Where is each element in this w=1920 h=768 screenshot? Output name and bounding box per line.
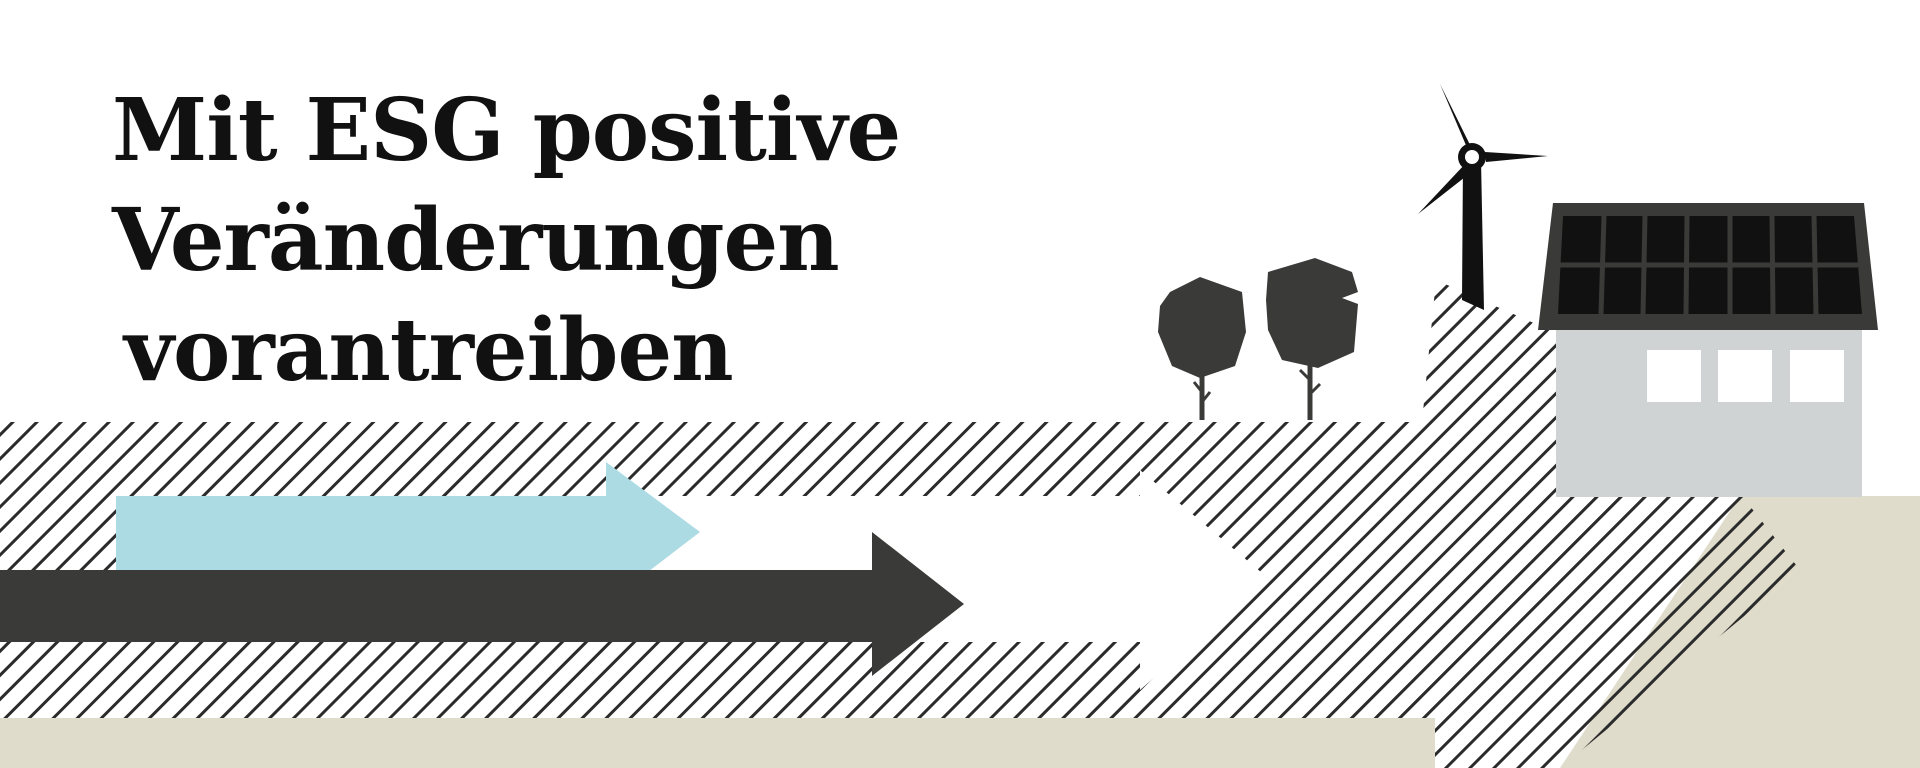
ground bbox=[0, 718, 1435, 768]
headline-line-3: vorantreiben bbox=[124, 300, 734, 401]
ground-right bbox=[1560, 496, 1920, 768]
dark-arrow bbox=[0, 532, 964, 676]
tree-icon bbox=[1158, 277, 1246, 420]
headline-line-2: Veränderungen bbox=[112, 190, 840, 291]
headline-line-1: Mit ESG positive bbox=[112, 80, 901, 181]
wind-turbine-icon bbox=[1418, 84, 1548, 310]
blue-arrow bbox=[116, 462, 700, 604]
solar-house-icon bbox=[1538, 203, 1878, 497]
tree-icon bbox=[1266, 258, 1358, 420]
headline: Mit ESG positive Veränderungen vorantrei… bbox=[112, 76, 901, 406]
